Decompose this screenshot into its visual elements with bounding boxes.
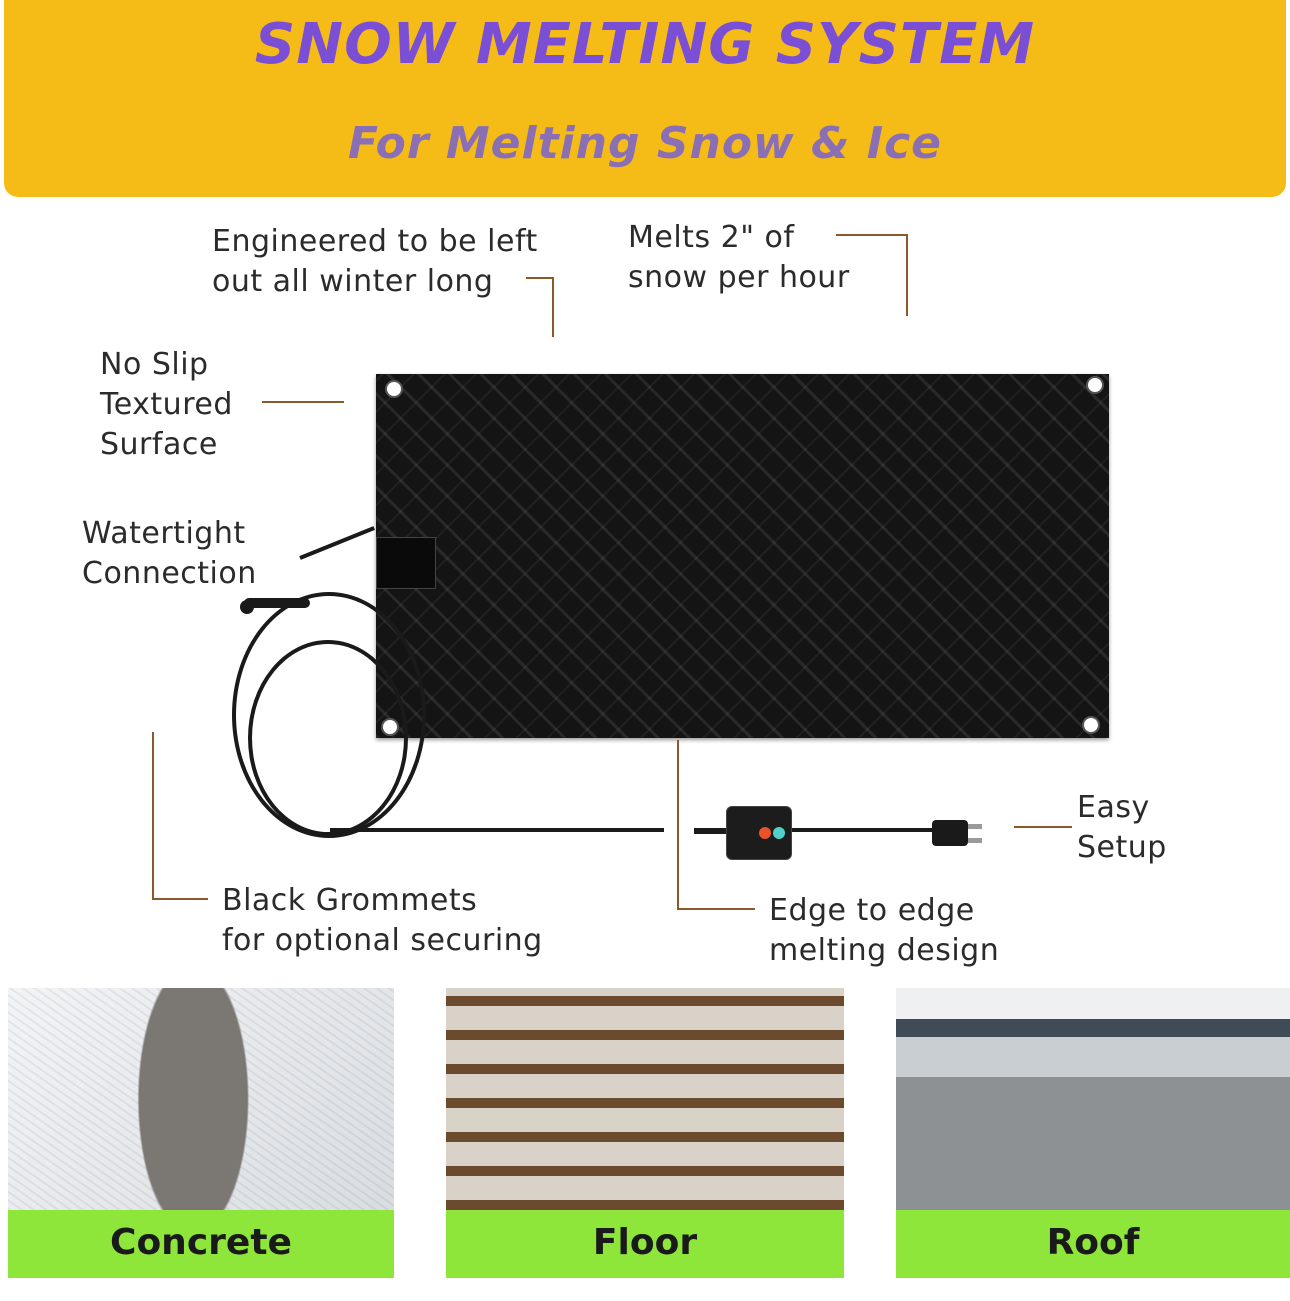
leader-grommets-v [152,732,154,900]
page-subtitle: For Melting Snow & Ice [347,118,943,169]
status-led-icon [773,827,785,839]
application-card-floor: Floor [446,988,844,1278]
leader-melts-v [906,234,908,316]
callout-easy-setup-line-1: Easy [1077,790,1150,825]
junction-box [376,537,436,589]
grommet-icon [385,380,403,398]
leader-edge-v [677,740,679,910]
callout-no-slip-line-1: No Slip [100,347,209,382]
callout-edge-line-2: melting design [769,933,1000,968]
callout-grommets-line-1: Black Grommets [222,883,478,918]
heated-snow-mat [376,374,1109,738]
power-cord-coil [248,640,408,836]
plug-prong [968,838,982,843]
power-plug-icon [932,820,968,846]
callout-engineered-line-2: out all winter long [212,264,494,299]
leader-no-slip [262,401,344,403]
callout-watertight-line-1: Watertight [82,516,246,551]
watertight-connector [244,598,310,608]
callout-easy-setup-line-2: Setup [1077,830,1167,865]
roof-photo [896,988,1290,1210]
power-cord-segment [330,828,664,832]
concrete-photo [8,988,394,1210]
callout-no-slip-line-3: Surface [100,427,218,462]
callout-edge-line-1: Edge to edge [769,893,975,928]
callout-grommets: Black Grommets for optional securing [222,881,543,961]
callout-watertight-line-2: Connection [82,556,257,591]
application-card-concrete: Concrete [8,988,394,1278]
page-title: SNOW MELTING SYSTEM [254,12,1036,77]
callout-edge: Edge to edge melting design [769,891,999,971]
power-cord-segment [694,828,728,834]
grommet-icon [1086,376,1104,394]
leader-engineered-h [526,277,554,279]
callout-engineered: Engineered to be left out all winter lon… [212,222,538,302]
application-label: Roof [896,1210,1290,1278]
callout-easy-setup: Easy Setup [1077,788,1167,868]
gfci-controller [726,806,792,860]
callout-melts-line-2: snow per hour [628,260,850,295]
application-label: Floor [446,1210,844,1278]
grommet-icon [1082,716,1100,734]
leader-grommets-h [152,898,208,900]
power-cord-coil [232,592,426,838]
connector-cap-icon [240,600,254,614]
callout-watertight: Watertight Connection [82,514,257,594]
plug-prong [968,824,982,829]
callout-grommets-line-2: for optional securing [222,923,543,958]
leader-edge-h [677,908,755,910]
leader-easy-setup [1014,826,1072,828]
callout-melts-line-1: Melts 2" of [628,220,795,255]
callout-no-slip-line-2: Textured [100,387,233,422]
callout-melts: Melts 2" of snow per hour [628,218,850,298]
callout-engineered-line-1: Engineered to be left [212,224,538,259]
leader-melts-h [836,234,908,236]
leader-engineered-v [552,277,554,337]
power-cord-segment [299,526,375,560]
status-led-icon [759,827,771,839]
callout-no-slip: No Slip Textured Surface [100,345,233,465]
application-label: Concrete [8,1210,394,1278]
power-cord-segment [790,828,932,832]
header-banner [4,0,1286,197]
floor-photo [446,988,844,1210]
application-card-roof: Roof [896,988,1290,1278]
